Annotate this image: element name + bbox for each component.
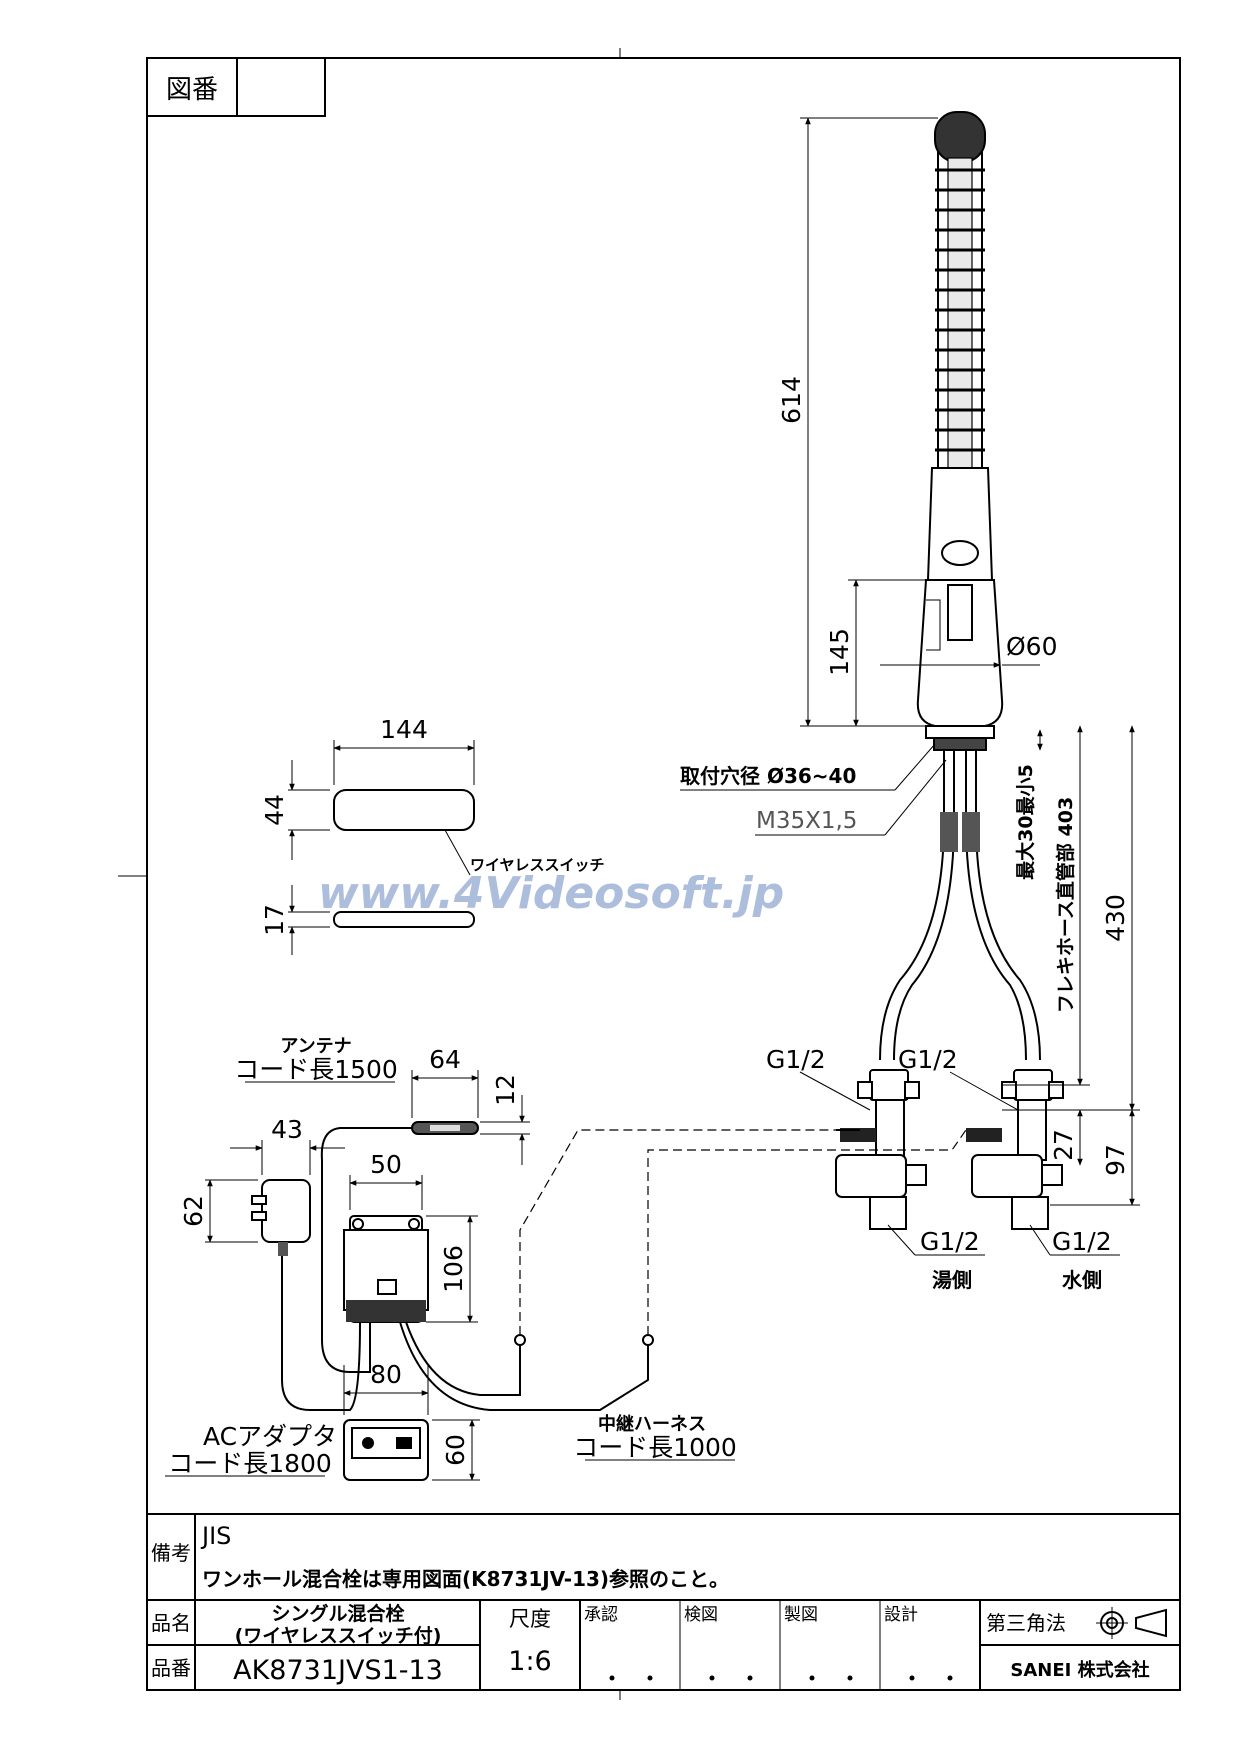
drawing-number-label: 図番	[166, 75, 218, 105]
scale-value: 1:6	[508, 1646, 551, 1677]
hot-side-label: 湯側	[932, 1268, 972, 1292]
product-number-label: 品番	[151, 1656, 191, 1680]
product-name-1: シングル混合栓	[271, 1602, 404, 1625]
dim-614: 614	[777, 376, 806, 424]
harness-label-1: 中継ハーネス	[598, 1413, 706, 1435]
ac-adapter	[251, 1179, 311, 1256]
dim-64: 64	[429, 1045, 461, 1074]
flex-hose-label: フレキホース直管部 403	[1054, 797, 1077, 1013]
check-label: 検図	[684, 1605, 718, 1625]
faucet-spout	[879, 111, 1041, 1061]
g-cold-bottom: G1/2	[1052, 1227, 1112, 1256]
approve-label: 承認	[584, 1605, 618, 1625]
controller-bottom-view	[343, 1419, 429, 1481]
antenna-label-1: アンテナ	[280, 1036, 351, 1057]
dim-144: 144	[380, 715, 428, 744]
signature-dots	[609, 1675, 953, 1681]
g-cold-top: G1/2	[898, 1045, 958, 1074]
notes-label: 備考	[151, 1541, 191, 1565]
thread-label: M35X1,5	[756, 808, 857, 834]
g-hot-top: G1/2	[766, 1045, 826, 1074]
dim-50: 50	[370, 1150, 402, 1179]
dim-430: 430	[1101, 894, 1130, 942]
dim-145: 145	[825, 628, 854, 676]
wireless-switch	[333, 789, 475, 928]
dim-60: 60	[441, 1434, 470, 1466]
watermark: www.4Videosoft.jp	[318, 868, 784, 919]
scale-label: 尺度	[509, 1607, 551, 1631]
max-min-label: 最大30最小5	[1014, 764, 1037, 880]
dim-diameter-60: Ø60	[1006, 632, 1058, 661]
antenna-unit	[411, 1121, 479, 1135]
notes-line-2: ワンホール混合栓は専用図面(K8731JV-13)参照のこと。	[202, 1567, 729, 1591]
dim-27: 27	[1049, 1129, 1078, 1161]
product-name-label: 品名	[151, 1611, 191, 1635]
dim-44: 44	[260, 794, 289, 826]
draft-label: 製図	[784, 1605, 818, 1625]
dim-17: 17	[260, 904, 289, 936]
ac-adapter-label-2: コード長1800	[168, 1449, 332, 1478]
product-name-2: (ワイヤレススイッチ付)	[235, 1624, 442, 1647]
dim-80: 80	[370, 1360, 402, 1389]
projection-label: 第三角法	[986, 1611, 1066, 1635]
dim-43: 43	[271, 1115, 303, 1144]
notes-line-1: JIS	[200, 1522, 231, 1550]
drawing-frame	[146, 57, 1181, 1691]
product-number: AK8731JVS1-13	[233, 1655, 443, 1686]
dim-12: 12	[491, 1074, 520, 1106]
wireless-switch-label: ワイヤレススイッチ	[470, 856, 605, 874]
cold-side-label: 水側	[1062, 1268, 1102, 1292]
harness-label-2: コード長1000	[573, 1433, 737, 1462]
dim-62: 62	[179, 1195, 208, 1227]
ac-adapter-label-1: ACアダプタ	[203, 1422, 337, 1451]
third-angle-projection-icon	[1096, 1607, 1167, 1639]
dim-97: 97	[1101, 1144, 1130, 1176]
company-name: SANEI 株式会社	[1010, 1659, 1149, 1681]
g-hot-bottom: G1/2	[920, 1227, 980, 1256]
mount-hole-label: 取付穴径 Ø36~40	[680, 764, 856, 788]
dim-106: 106	[439, 1245, 468, 1293]
controller-unit	[343, 1215, 429, 1323]
design-label: 設計	[884, 1605, 918, 1625]
antenna-label-2: コード長1500	[234, 1055, 398, 1084]
